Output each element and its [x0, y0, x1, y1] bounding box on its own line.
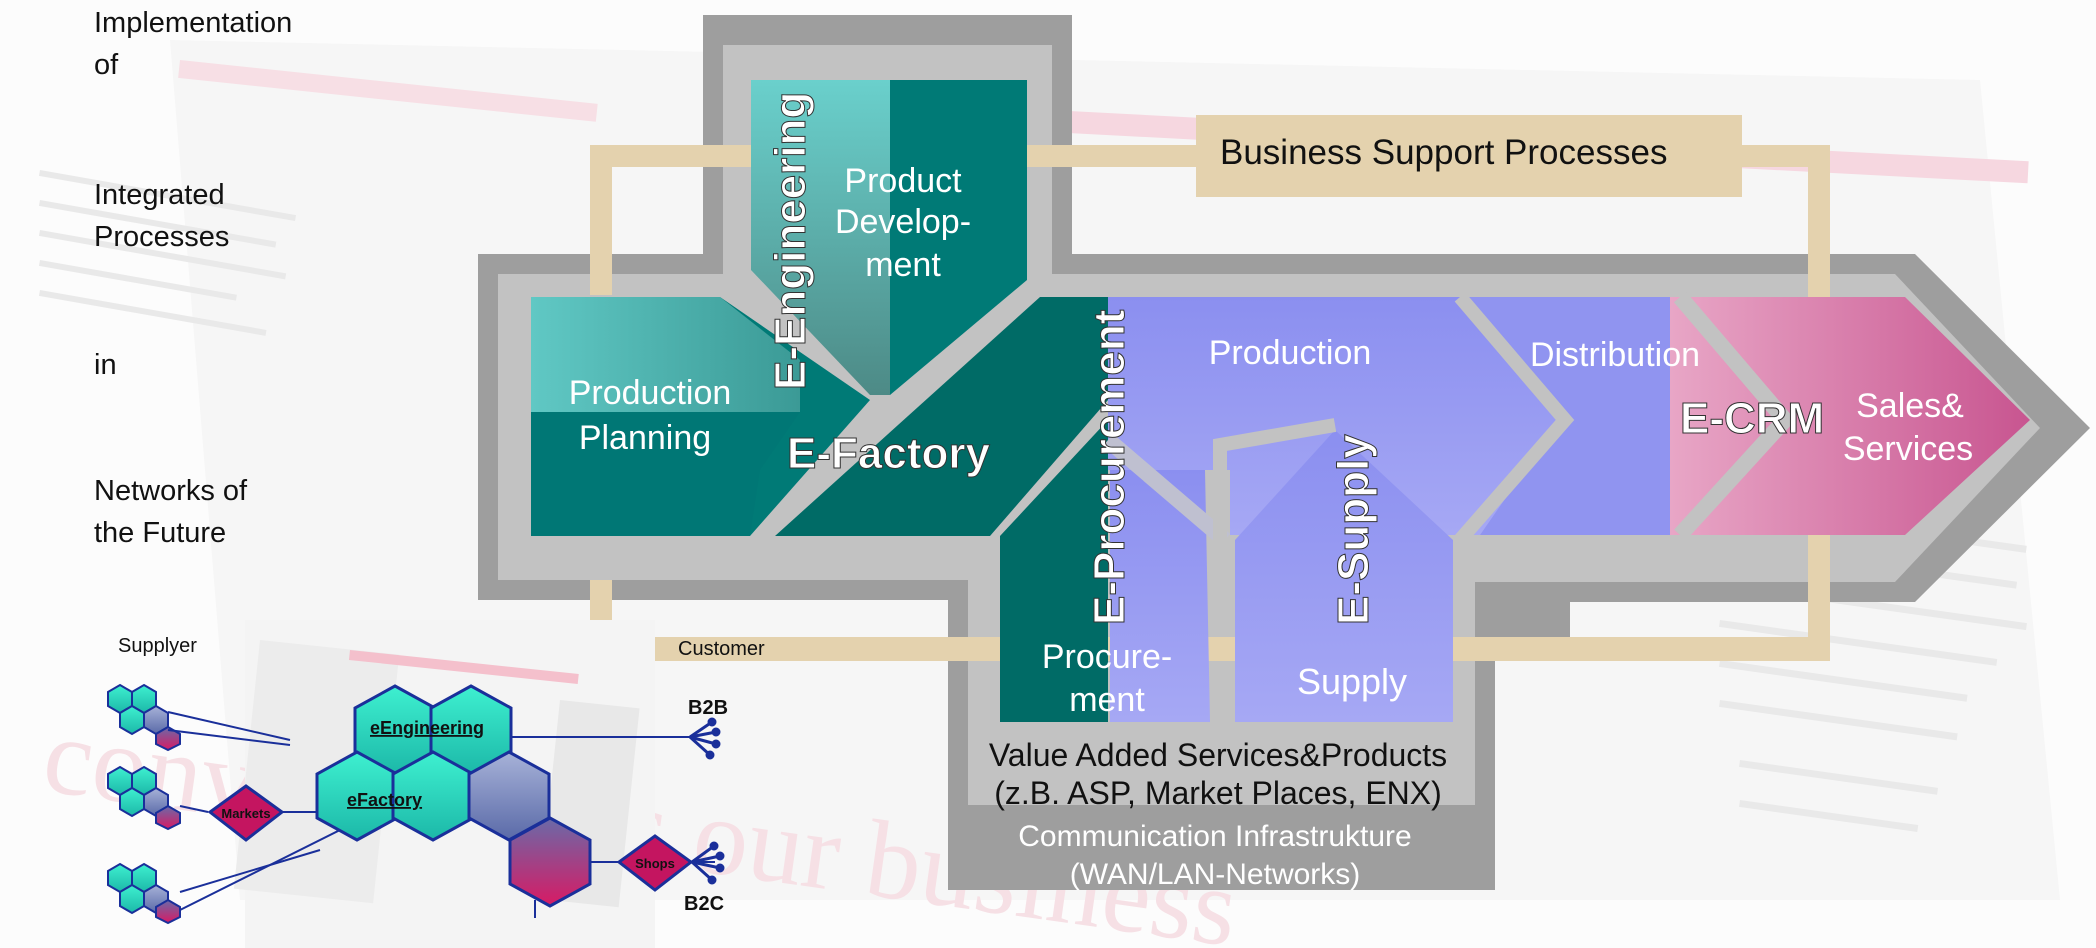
- efactory-link: eFactory: [347, 790, 422, 810]
- diagram-labels: Business Support Processes Product Devel…: [569, 91, 1973, 891]
- svg-text:Integrated: Integrated: [94, 179, 225, 211]
- svg-text:Develop-: Develop-: [835, 203, 971, 241]
- svg-text:the Future: the Future: [94, 517, 226, 549]
- e-factory-label: E-Factory: [787, 429, 990, 478]
- svg-text:Implementation: Implementation: [94, 7, 292, 39]
- engineering-block: [751, 80, 1027, 395]
- procurement-label: Procure-: [1042, 638, 1172, 676]
- svg-text:ment: ment: [865, 246, 941, 284]
- markets-diamond: [207, 784, 285, 842]
- svg-text:(WAN/LAN-Networks): (WAN/LAN-Networks): [1070, 858, 1361, 891]
- main-hex-cluster: [315, 684, 592, 908]
- business-support-box: [1196, 115, 1742, 197]
- shops-diamond: [616, 834, 694, 892]
- frame-arrows: [1213, 292, 1575, 560]
- e-engineering-label: E-Engineering: [766, 92, 815, 390]
- svg-text:(z.B. ASP, Market Places, ENX): (z.B. ASP, Market Places, ENX): [994, 775, 1442, 811]
- production-label: Production: [1209, 334, 1372, 372]
- svg-text:of: of: [94, 49, 119, 81]
- business-support-label: Business Support Processes: [1220, 133, 1667, 172]
- shops-label: Shops: [635, 856, 675, 871]
- communication-label: Communication Infrastrukture: [1018, 820, 1412, 853]
- planning-block: [531, 297, 870, 536]
- b2b-label: B2B: [688, 697, 728, 719]
- markets-label: Markets: [221, 806, 270, 821]
- factory-band-dark: [1000, 420, 1108, 722]
- sales-services-label: Sales&: [1856, 387, 1964, 425]
- eengineering-link: eEngineering: [370, 718, 484, 738]
- production-planning-label: Production: [569, 374, 732, 412]
- factory-band: [775, 297, 1108, 536]
- svg-text:ment: ment: [1069, 681, 1145, 719]
- svg-text:Processes: Processes: [94, 221, 229, 253]
- supplier-cluster-3: [107, 862, 181, 925]
- b2c-label: B2C: [684, 893, 724, 915]
- supplier-cluster-2: [107, 765, 181, 831]
- sales-arrow: [1670, 291, 2030, 541]
- value-added-label: Value Added Services&Products: [989, 737, 1447, 773]
- e-crm-label: E-CRM: [1680, 394, 1824, 443]
- customer-label: Customer: [678, 638, 765, 660]
- e-procurement-label: E-Procurement: [1085, 309, 1134, 625]
- supplyer-label: Supplyer: [118, 635, 197, 657]
- product-dev-label: Product: [844, 162, 962, 200]
- distribution-label: Distribution: [1530, 336, 1700, 374]
- svg-text:Services: Services: [1843, 430, 1973, 468]
- supply-label: Supply: [1297, 661, 1407, 702]
- b2c-fan-icon: [690, 841, 725, 885]
- network-inset: Supplyer: [107, 620, 728, 948]
- svg-text:in: in: [94, 349, 117, 381]
- e-supply-label: E-Supply: [1329, 434, 1378, 625]
- b2b-fan-icon: [688, 717, 721, 760]
- svg-text:Networks of: Networks of: [94, 475, 248, 507]
- svg-text:Planning: Planning: [579, 419, 711, 457]
- slide-title: Implementation of Integrated Processes i…: [94, 7, 292, 549]
